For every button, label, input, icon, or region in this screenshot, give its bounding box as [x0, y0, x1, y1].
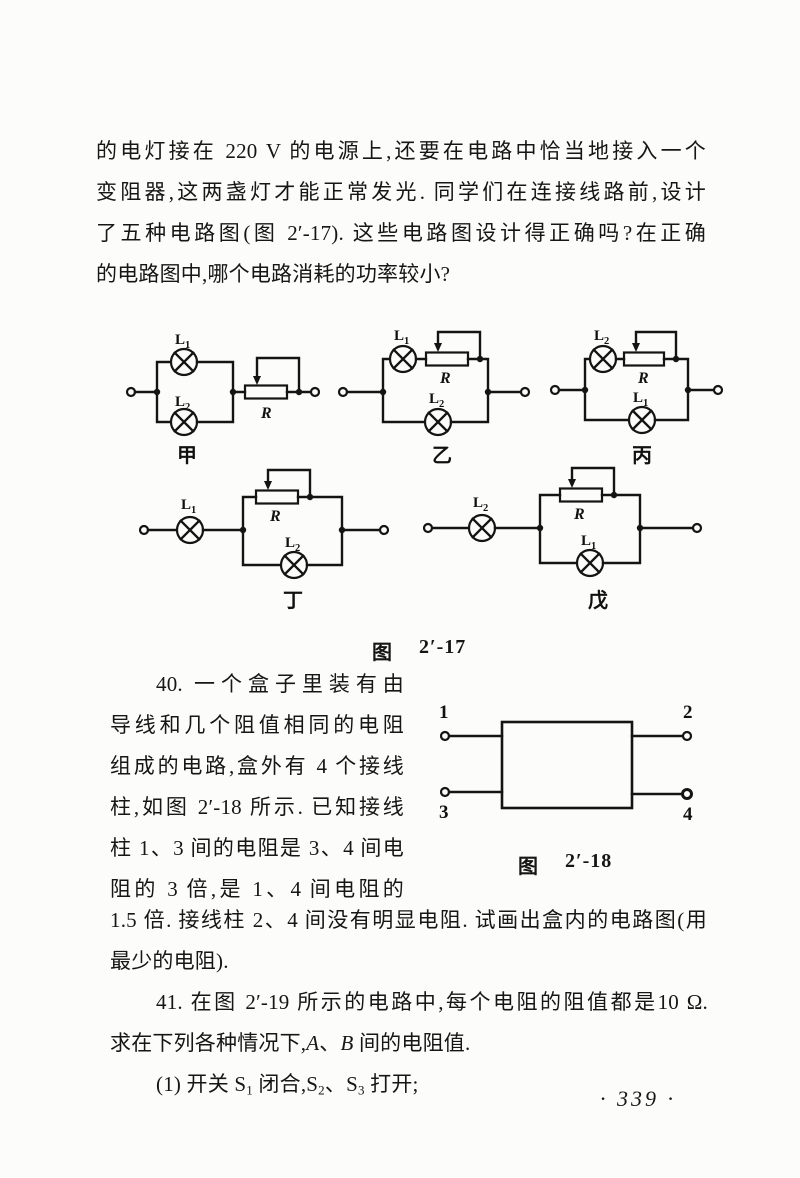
terminal-icon [378, 524, 390, 536]
problem-40-text-continued: 1.5 倍. 接线柱 2、4 间没有明显电阻. 试画出盒内的电路图(用 最少的电… [110, 900, 707, 982]
terminal-icon [519, 386, 531, 398]
intro-paragraph: 的电灯接在 220 V 的电源上,还要在电路中恰当地接入一个 变阻器,这两盏灯才… [96, 131, 706, 295]
circuit-name: 丁 [283, 590, 303, 612]
problem-40-line: 1.5 倍. 接线柱 2、4 间没有明显电阻. 试画出盒内的电路图(用 [110, 908, 707, 932]
caption-label: 图 [372, 642, 393, 664]
circuit-name: 丙 [632, 445, 652, 467]
lamp-label: L2 [594, 328, 609, 347]
terminal-icon [439, 730, 451, 742]
lamp-label: L2 [429, 391, 444, 410]
rheostat-icon [424, 330, 484, 367]
problem-40-line: 柱 1、3 间的电阻是 3、4 间电 [110, 836, 404, 860]
rheostat-icon [558, 466, 618, 503]
terminal-icon [422, 522, 434, 534]
resistor-label: R [269, 508, 281, 525]
circuit-name: 乙 [432, 445, 452, 467]
caption-number: 2′-17 [419, 636, 467, 658]
terminal-icon [681, 730, 693, 742]
problem-40-line: 导线和几个阻值相同的电阻 [110, 713, 404, 737]
lamp-icon [175, 515, 205, 545]
terminal-icon [681, 788, 693, 800]
figure-2-18-caption: 图 2′-18 [518, 850, 612, 879]
lamp-icon [169, 347, 199, 377]
lamp-label: L1 [394, 328, 409, 347]
lamp-label: L2 [473, 495, 488, 514]
page-number: · 339 · [600, 1086, 676, 1111]
intro-line: 的电灯接在 220 V 的电源上,还要在电路中恰当地接入一个 [96, 139, 706, 163]
circuit-name: 戊 [588, 589, 608, 612]
circuit-wu: L2 R L1 戊 [422, 466, 703, 612]
intro-line: 变阻器,这两盏灯才能正常发光. 同学们在连接线路前,设计 [96, 180, 706, 204]
problem-40-line: 柱,如图 2′-18 所示. 已知接线 [110, 795, 404, 819]
problem-41-line: 求在下列各种情况下,A、B 间的电阻值. [110, 1031, 471, 1055]
terminal-number: 1 [439, 702, 449, 723]
lamp-icon [575, 548, 605, 578]
problem-41-line: 41. 在图 2′-19 所示的电路中,每个电阻的阻值都是10 Ω. [156, 990, 708, 1014]
circuit-yi: L1 R L2 乙 [337, 328, 531, 467]
lamp-label: L1 [181, 497, 196, 516]
circuit-ding: L1 R L2 丁 [138, 468, 390, 612]
lamp-icon [423, 407, 453, 437]
terminal-icon [309, 386, 321, 398]
resistor-label: R [260, 405, 272, 422]
problem-40-line: 40. 一个盒子里装有由 [156, 672, 404, 696]
rheostat-icon [243, 356, 303, 400]
lamp-icon [588, 344, 618, 374]
resistor-label: R [573, 506, 585, 523]
circuit-bing: L2 R L1 丙 [549, 328, 724, 467]
problem-40-line: 最少的电阻). [110, 949, 229, 973]
rheostat-icon [254, 468, 314, 505]
problem-41-text: 41. 在图 2′-19 所示的电路中,每个电阻的阻值都是10 Ω. 求在下列各… [110, 982, 708, 1105]
terminal-icon [439, 786, 451, 798]
terminal-icon [712, 384, 724, 396]
lamp-icon [279, 550, 309, 580]
variable-a: A [306, 1031, 320, 1055]
problem-40-line: 组成的电路,盒外有 4 个接线 [110, 754, 404, 778]
terminal-icon [549, 384, 561, 396]
lamp-icon [467, 513, 497, 543]
circuit-jia: L1 L2 R 甲 [125, 332, 321, 467]
caption-label: 图 [518, 856, 539, 878]
lamp-icon [169, 407, 199, 437]
terminal-number: 2 [683, 702, 693, 723]
figure-2-18: 1 2 3 4 [439, 702, 693, 825]
intro-line: 了五种电路图(图 2′-17). 这些电路图设计得正确吗?在正确 [96, 221, 706, 245]
circuit-name: 甲 [177, 445, 197, 467]
resistor-label: R [637, 370, 649, 387]
terminal-icon [691, 522, 703, 534]
lamp-icon [627, 405, 657, 435]
caption-number: 2′-18 [565, 850, 613, 872]
problem-41-line: (1) 开关 S1 闭合,S2、S3 打开; [156, 1072, 419, 1098]
resistor-label: R [439, 370, 451, 387]
problem-40-line: 阻的 3 倍,是 1、4 间电阻的 [110, 877, 404, 901]
terminal-number: 3 [439, 802, 449, 823]
terminal-icon [337, 386, 349, 398]
lamp-label: L2 [285, 535, 300, 554]
variable-b: B [340, 1031, 354, 1055]
lamp-label: L2 [175, 394, 190, 413]
lamp-label: L1 [581, 533, 596, 552]
intro-line: 的电路图中,哪个电路消耗的功率较小? [96, 262, 451, 286]
figure-2-17-caption: 图 2′-17 [372, 636, 466, 665]
lamp-label: L1 [175, 332, 190, 351]
terminal-number: 4 [683, 804, 693, 825]
lamp-icon [388, 344, 418, 374]
lamp-label: L1 [633, 390, 648, 409]
rheostat-icon [622, 330, 680, 367]
problem-40-text: 40. 一个盒子里装有由 导线和几个阻值相同的电阻 组成的电路,盒外有 4 个接… [110, 664, 404, 910]
